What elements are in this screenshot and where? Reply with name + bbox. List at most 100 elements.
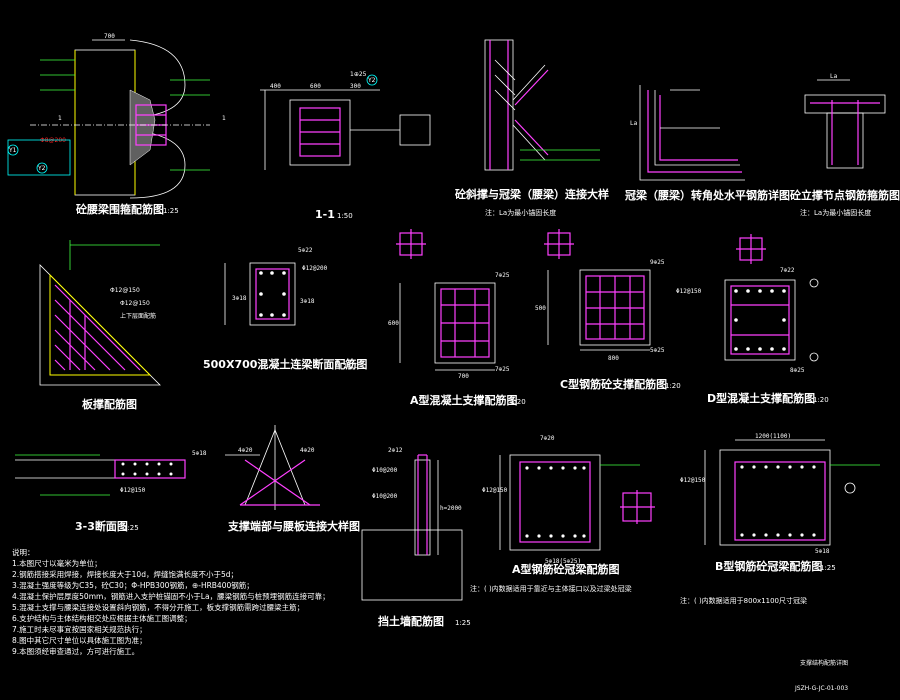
tag-y2: Y2 [37, 165, 46, 172]
dim-d9-800: 800 [608, 355, 619, 362]
dim-d10-stir: Φ12@150 [676, 288, 702, 295]
dim-d11-b: Φ12@150 [120, 487, 146, 494]
dim-d7-d: 3⊕18 [300, 298, 315, 305]
scale-d9: 1:20 [665, 382, 681, 390]
dim-d13-b: Φ10@200 [372, 467, 398, 474]
notes-heading: 说明： [12, 547, 35, 557]
title-d7: 500X700混凝土连梁断面配筋图 [203, 357, 367, 371]
drawing-brace-connection: 砼斜撑与冠梁（腰梁）连接大样 注：La为最小锚固长度 [455, 39, 609, 217]
dim-700: 700 [104, 33, 115, 40]
dim-la-b: La [830, 73, 838, 80]
dim-d9-bot: 5⊕25 [650, 347, 665, 354]
drawing-section-3-3: 5⊕18 Φ12@150 3-3断面图 1:25 [15, 450, 207, 533]
notes-line-4: 4.混凝土保护层厚度50mm，钢筋进入支护桩锚固不小于La，腰梁钢筋与桩预埋钢筋… [12, 591, 330, 601]
dim-d7-c: 3⊕18 [232, 295, 247, 302]
dim-d14-b: Φ12@150 [482, 487, 508, 494]
notes-line-2: 2.钢筋搭接采用焊接，焊接长度大于10d，焊缝饱满长度不小于5d； [12, 569, 238, 579]
drawing-brace-end: 4⊕20 4⊕20 支撑端部与腰板连接大样图 [225, 425, 360, 533]
drawing-waist-beam: 700 1 1 Y1 Y2 Φ8@200 砼腰梁围箍配筋图 1:25 [7, 33, 226, 216]
title-d15: B型钢筋砼冠梁配筋图 [715, 559, 822, 573]
scale-d8: 1:20 [510, 398, 526, 406]
drawing-column-node: La 砼立撑节点钢筋箍筋图 注：La为最小锚固长度 [790, 73, 900, 217]
dim-d8-600: 600 [388, 320, 399, 327]
title-d9: C型钢筋砼支撑配筋图 [560, 377, 667, 391]
title-block: 支撑结构配筋详图 JSZH-G-JC-01-003 [794, 659, 848, 692]
dim-d8-top: 7⊕25 [495, 272, 510, 279]
drawing-plate-brace: Φ12@150 Φ12@150 上下层面配筋 板撑配筋图 [39, 240, 161, 411]
dim-d10-bot: 8⊕25 [790, 367, 805, 374]
tag-y2-b: Y2 [367, 77, 376, 84]
dim-d13-c: Φ10@200 [372, 493, 398, 500]
drawing-crown-beam-a: 7⊕20 Φ12@150 5⊕18(5⊕25) A型钢筋砼冠梁配筋图 注：( )… [470, 435, 655, 593]
scale-d15: 1:25 [820, 564, 836, 572]
note-red: Φ8@200 [40, 137, 66, 144]
title-block-name: 支撑结构配筋详图 [800, 659, 848, 667]
dim-d9-top: 9⊕25 [650, 259, 665, 266]
dim-d14-c: 5⊕18(5⊕25) [545, 558, 581, 565]
title-d3: 砼斜撑与冠梁（腰梁）连接大样 [455, 187, 609, 201]
dim-d10-top: 7⊕22 [780, 267, 795, 274]
drawing-support-a: 700 600 7⊕25 7⊕25 A型混凝土支撑配筋图 1:20 [388, 229, 526, 407]
notes-line-5: 5.混凝土支撑与腰梁连接处设置斜向钢筋，不得分开施工，板支撑钢筋需跨过腰梁主筋； [12, 602, 304, 612]
general-notes: 说明： 1.本图尺寸以毫米为单位； 2.钢筋搭接采用焊接，焊接长度大于10d，焊… [12, 547, 330, 656]
dim-d14-a: 7⊕20 [540, 435, 555, 442]
dim-la: La [630, 120, 638, 127]
scale-d7: 1:20 [343, 362, 359, 370]
title-block-code: JSZH-G-JC-01-003 [794, 685, 848, 692]
dim-d12-a: 4⊕20 [238, 447, 253, 454]
dim-d12-b: 4⊕20 [300, 447, 315, 454]
scale-d2: 1:50 [337, 212, 353, 220]
dim-d15-b: Φ12@150 [680, 477, 706, 484]
dim-d13-h: h=2000 [440, 505, 462, 512]
note-d5: 注：La为最小锚固长度 [800, 208, 871, 217]
title-d8: A型混凝土支撑配筋图 [410, 393, 518, 407]
section-mark-right: 1 [222, 115, 226, 122]
dim-d15-a: 1200(1100) [755, 433, 791, 440]
dim-d7-b: Φ12@200 [302, 265, 328, 272]
dim-d7-a: 5⊕22 [298, 247, 313, 254]
dim-400: 400 [270, 83, 281, 90]
dim-d11-a: 5⊕18 [192, 450, 207, 457]
drawing-crown-beam-b: 1200(1100) Φ12@150 5⊕18 B型钢筋砼冠梁配筋图 1:25 … [680, 433, 880, 605]
title-d1: 砼腰梁围箍配筋图 [76, 202, 164, 216]
dim-d8-bot: 7⊕25 [495, 366, 510, 373]
drawing-support-d: 7⊕22 Φ12@150 8⊕25 D型混凝土支撑配筋图 1:20 [676, 234, 829, 405]
label-d6-2: Φ12@150 [120, 300, 150, 307]
title-d5: 砼立撑节点钢筋箍筋图 [790, 188, 900, 202]
scale-d10: 1:20 [813, 396, 829, 404]
section-mark-left: 1 [58, 115, 62, 122]
notes-line-1: 1.本图尺寸以毫米为单位； [12, 558, 102, 568]
scale-d13: 1:25 [455, 619, 471, 627]
drawing-retaining-wall: 2⊕12 Φ10@200 Φ10@200 h=2000 挡土墙配筋图 1:25 [361, 447, 471, 628]
scale-d11: 1:25 [123, 524, 139, 532]
title-d12: 支撑端部与腰板连接大样图 [227, 519, 360, 533]
notes-line-8: 8.图中其它尺寸单位以具体施工图为准； [12, 635, 147, 645]
tag-y2-icon [36, 162, 48, 174]
drawing-section-1-1: 400 600 300 Y2 1⊕25 1-1 1:50 [260, 71, 431, 221]
note-d14: 注：( )内数据适用于靠近与主体接口以及过梁处冠梁 [470, 584, 632, 593]
label-1-25: 1⊕25 [350, 71, 367, 78]
label-d6-1: Φ12@150 [110, 287, 140, 294]
notes-line-9: 9.本图须经审查通过，方可进行施工。 [12, 646, 139, 656]
title-d14: A型钢筋砼冠梁配筋图 [512, 562, 620, 576]
note-d3: 注：La为最小锚固长度 [485, 208, 556, 217]
dim-d9-500: 500 [535, 305, 546, 312]
dim-600: 600 [310, 83, 321, 90]
tag-circle-icon-b [809, 352, 819, 362]
tag-circle-icon-c [844, 482, 856, 494]
drawing-corner-rebar: La 冠梁（腰梁）转角处水平钢筋详图 [625, 85, 790, 202]
tag-y1: Y1 [8, 147, 17, 154]
title-d10: D型混凝土支撑配筋图 [707, 391, 815, 405]
tag-y2-icon-b [366, 74, 378, 86]
tag-circle-icon [809, 278, 819, 288]
drawing-support-c: 800 500 9⊕25 5⊕25 C型钢筋砼支撑配筋图 1:20 [535, 229, 681, 391]
dim-d8-700: 700 [458, 373, 469, 380]
title-d4: 冠梁（腰梁）转角处水平钢筋详图 [625, 188, 790, 202]
note-d15: 注：( )内数据适用于800x1100尺寸冠梁 [680, 596, 807, 605]
title-d2: 1-1 [315, 208, 335, 221]
title-d6: 板撑配筋图 [82, 397, 137, 411]
notes-line-6: 6.支护结构与主体结构相交处应根据主体施工图调整； [12, 613, 192, 623]
label-d6-3: 上下层面配筋 [120, 312, 156, 320]
title-d11: 3-3断面图 [75, 519, 128, 533]
